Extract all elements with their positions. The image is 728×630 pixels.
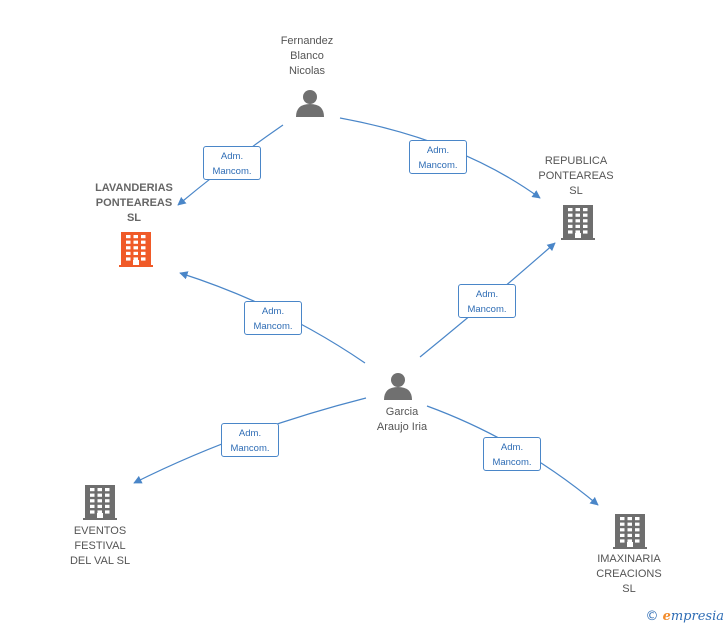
edge-role-line1: Adm. xyxy=(220,151,244,162)
person-icon[interactable] xyxy=(296,90,324,117)
edge-role-line1: Adm. xyxy=(238,428,262,439)
edge-label-garcia-to-imaxinaria[interactable]: Adm. Mancom. xyxy=(483,437,541,471)
empresia-watermark[interactable]: © empresia xyxy=(645,609,724,624)
copyright-symbol: © xyxy=(645,609,659,624)
edge-label-fernandez-to-republica[interactable]: Adm. Mancom. xyxy=(409,140,467,174)
node-label-imaxinaria[interactable]: IMAXINARIA CREACIONS SL xyxy=(596,553,662,595)
edge-role-line2: Mancom. xyxy=(230,443,270,454)
edge-label-garcia-to-lavanderias[interactable]: Adm. Mancom. xyxy=(244,301,302,335)
edge-role-line2: Mancom. xyxy=(492,457,532,468)
edge-label-garcia-to-republica[interactable]: Adm. Mancom. xyxy=(458,284,516,318)
edge-role-line2: Mancom. xyxy=(418,160,458,171)
building-icon[interactable] xyxy=(613,514,647,549)
node-label-fernandez[interactable]: Fernandez Blanco Nicolas xyxy=(280,35,334,77)
edge-role-line1: Adm. xyxy=(426,145,450,156)
node-label-lavanderias[interactable]: LAVANDERIAS PONTEAREAS SL xyxy=(95,182,173,224)
brand-name: mpresia xyxy=(670,609,724,624)
node-label-garcia[interactable]: Garcia Araujo Iria xyxy=(376,406,428,433)
building-icon[interactable] xyxy=(119,232,153,267)
edge-role-line1: Adm. xyxy=(500,442,524,453)
building-icon[interactable] xyxy=(561,205,595,240)
person-icon[interactable] xyxy=(384,373,412,400)
edge-role-line2: Mancom. xyxy=(253,321,293,332)
edge-label-garcia-to-eventos[interactable]: Adm. Mancom. xyxy=(221,423,279,457)
edge-role-line1: Adm. xyxy=(475,289,499,300)
node-label-republica[interactable]: REPUBLICA PONTEAREAS SL xyxy=(538,155,614,197)
node-label-eventos[interactable]: EVENTOS FESTIVAL DEL VAL SL xyxy=(69,525,131,567)
building-icon[interactable] xyxy=(83,485,117,520)
edge-role-line2: Mancom. xyxy=(467,304,507,315)
edge-role-line2: Mancom. xyxy=(212,166,252,177)
brand-initial: e xyxy=(662,609,671,624)
edge-role-line1: Adm. xyxy=(261,306,285,317)
edge-label-fernandez-to-lavanderias[interactable]: Adm. Mancom. xyxy=(203,146,261,180)
